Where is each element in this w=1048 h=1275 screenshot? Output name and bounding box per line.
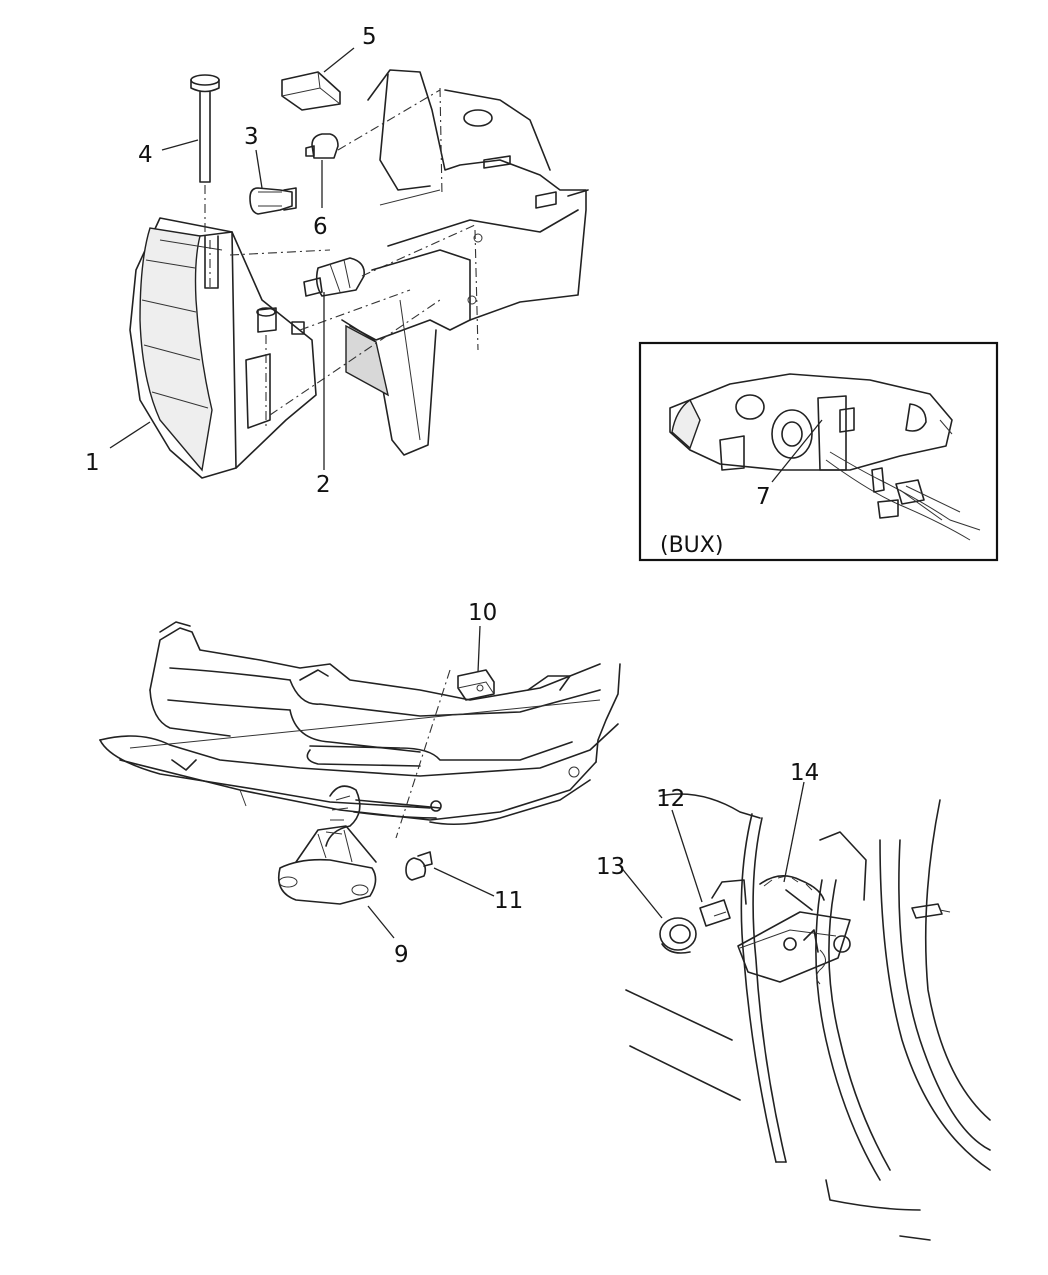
socket-assembly [303,224,476,297]
bracket-harness [737,875,851,985]
callout-2: 2 [316,472,331,498]
socket [305,89,441,159]
side-marker-lamp [277,825,377,905]
socket-grommet [699,879,747,927]
callout-7: 7 [756,484,771,510]
radiator-support [341,69,589,456]
bolt [190,74,220,240]
callout-6: 6 [313,214,328,240]
callout-9: 9 [394,942,409,968]
bulb-wedge [249,187,297,215]
grommet [659,917,697,954]
marker-bulb [405,851,433,881]
headlamp-assembly [129,217,317,479]
callout-4: 4 [138,142,153,168]
retainer-clip [395,669,495,839]
callout-10: 10 [468,600,497,626]
inset-panel [638,341,999,562]
callout-5: 5 [362,24,377,50]
callout-13: 13 [596,854,625,880]
inset-label: (BUX) [660,533,723,558]
fender-section [625,793,991,1241]
callout-3: 3 [244,124,259,150]
clip [281,71,341,111]
wiring-harness [325,785,442,847]
front-fascia [99,621,621,826]
callout-14: 14 [790,760,819,786]
callout-12: 12 [656,786,685,812]
callout-1: 1 [85,450,100,476]
callout-11: 11 [494,888,523,914]
